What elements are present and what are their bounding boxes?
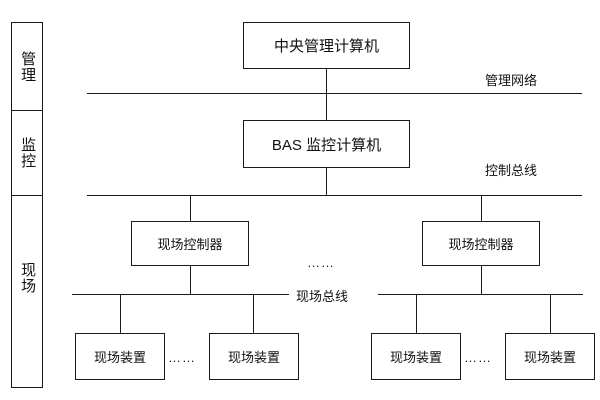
node-label: 中央管理计算机 <box>273 38 379 55</box>
node-field-device-1[interactable]: 现场装置 <box>75 333 165 380</box>
connector-field-bus-to-device-3 <box>416 294 417 333</box>
node-label: 现场控制器 <box>157 237 223 252</box>
node-label: 现场装置 <box>523 350 576 365</box>
bus-label-field-bus: 现场总线 <box>296 289 349 304</box>
connector-management-network-to-bas <box>326 93 327 120</box>
ellipsis-between-devices-right: …… <box>464 350 492 365</box>
tier-label-management: 管理 <box>19 50 37 83</box>
connector-field-bus-to-device-1 <box>120 294 121 333</box>
connector-field-bus-to-device-4 <box>550 294 551 333</box>
node-field-device-4[interactable]: 现场装置 <box>505 333 595 380</box>
node-central-management-computer[interactable]: 中央管理计算机 <box>243 22 410 69</box>
connector-controller-right-to-field-bus <box>481 266 482 295</box>
connector-field-bus-to-device-2 <box>253 294 254 333</box>
connector-control-bus-to-controller-right <box>481 195 482 221</box>
connector-controller-left-to-field-bus <box>190 266 191 295</box>
connector-control-bus-to-controller-left <box>190 195 191 221</box>
connector-bas-to-control-bus <box>326 168 327 196</box>
tier-column: 管理 监控 现场 <box>11 22 43 388</box>
node-label: 现场装置 <box>389 350 442 365</box>
connector-central-to-management-network <box>326 69 327 94</box>
bus-label-management-network: 管理网络 <box>485 73 538 88</box>
tier-label-field: 现场 <box>19 261 37 294</box>
node-bas-monitoring-computer[interactable]: BAS 监控计算机 <box>243 120 410 168</box>
tier-label-monitoring: 监控 <box>19 137 37 169</box>
ellipsis-between-devices-left: …… <box>168 350 196 365</box>
tier-cell-management: 管理 <box>12 23 42 111</box>
bus-line-control-bus <box>87 195 582 196</box>
bus-label-control-bus: 控制总线 <box>485 163 538 178</box>
node-label: BAS 监控计算机 <box>271 136 382 154</box>
node-field-controller-left[interactable]: 现场控制器 <box>131 221 249 266</box>
node-label: 现场控制器 <box>448 237 514 252</box>
node-field-device-3[interactable]: 现场装置 <box>371 333 461 380</box>
node-label: 现场装置 <box>227 350 280 365</box>
node-field-controller-right[interactable]: 现场控制器 <box>422 221 540 266</box>
node-label: 现场装置 <box>93 350 146 365</box>
node-field-device-2[interactable]: 现场装置 <box>209 333 299 380</box>
bus-line-management-network <box>87 93 582 94</box>
bus-line-field-bus-left <box>72 294 289 295</box>
ellipsis-between-controllers: …… <box>307 255 335 270</box>
bus-line-field-bus-right <box>378 294 583 295</box>
tier-cell-field: 现场 <box>12 196 42 389</box>
tier-cell-monitoring: 监控 <box>12 111 42 196</box>
